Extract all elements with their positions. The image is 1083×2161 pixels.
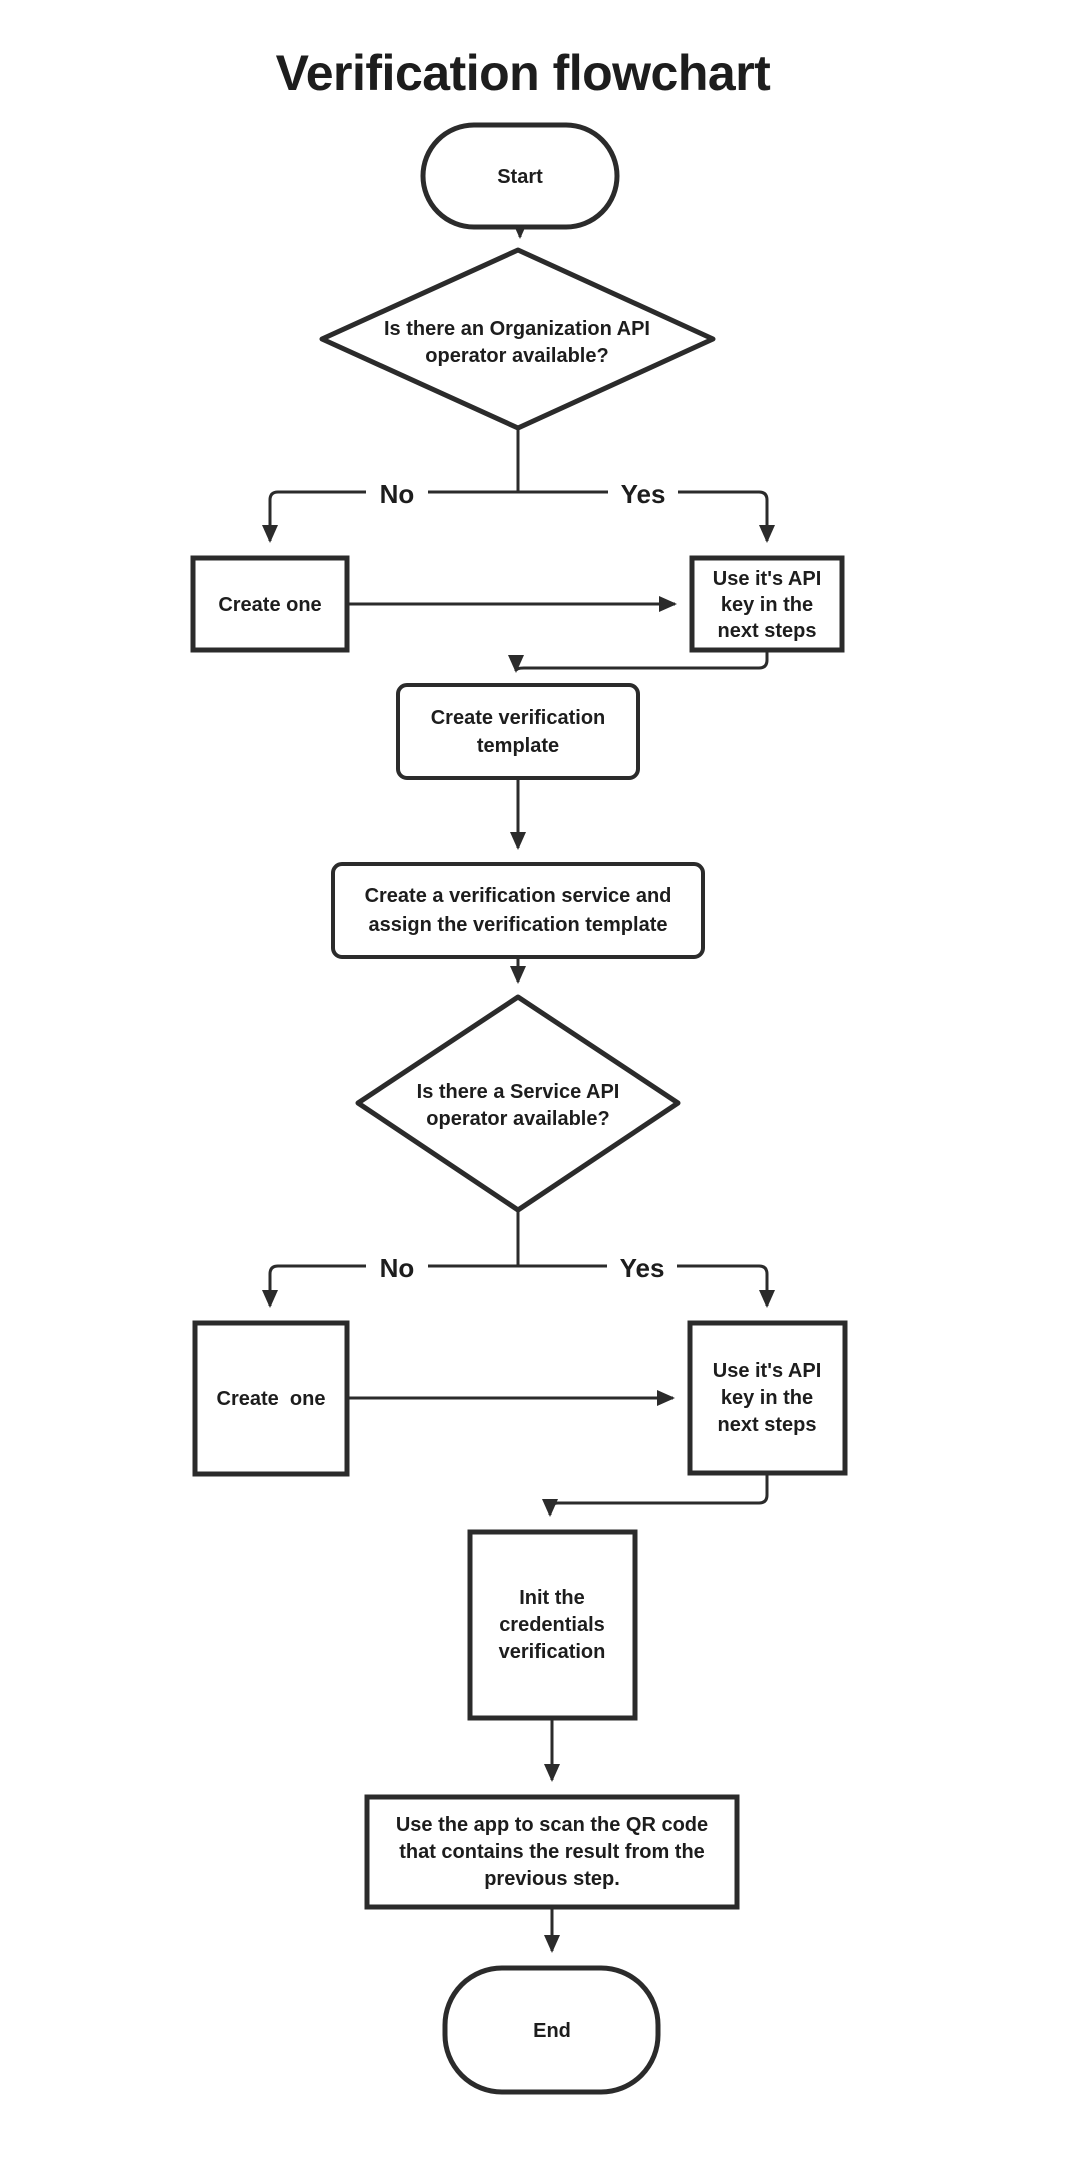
connector-decision-org-no [262, 490, 518, 543]
decision-organization-api-line-2: operator available? [425, 345, 608, 367]
process-init-credentials-verification-line-3: verification [499, 1641, 606, 1663]
edge-label-service-no: No [380, 1253, 415, 1283]
process-use-api-key-organization-line-2: key in the [721, 594, 813, 616]
label-mask [366, 478, 428, 507]
flowchart-title: Verification flowchart [276, 45, 772, 101]
process-use-api-key-organization: Use it's API key in the next steps [689, 555, 845, 653]
process-use-api-key-service-line-1: Use it's API [713, 1360, 822, 1382]
connector-use-api-key-service-to-init-verification [542, 1473, 769, 1517]
end-node: End [442, 1965, 661, 2095]
process-create-verification-service-shape [331, 862, 705, 959]
start-node-shape [420, 122, 620, 230]
end-node-label: End [533, 2020, 571, 2042]
end-node-shape [442, 1965, 661, 2095]
process-create-verification-template-line-1: Create verification [431, 707, 606, 729]
connector-decision-service-yes [518, 1264, 775, 1308]
decision-service-api-line-1: Is there a Service API [417, 1081, 620, 1103]
process-create-one-organization-label: Create one [218, 594, 321, 616]
start-node: Start [420, 122, 620, 230]
process-create-one-service: Create one [192, 1320, 350, 1477]
process-scan-qr-code-line-3: previous step. [484, 1868, 620, 1890]
process-init-credentials-verification-line-2: credentials [499, 1614, 605, 1636]
process-use-api-key-service-line-3: next steps [718, 1414, 817, 1436]
process-create-verification-template-line-2: template [477, 735, 559, 757]
process-create-verification-service-line-2: assign the verification template [369, 914, 668, 936]
process-use-api-key-organization-line-3: next steps [718, 620, 817, 642]
process-use-api-key-organization-line-1: Use it's API [713, 568, 822, 590]
decision-service-api-line-2: operator available? [426, 1108, 609, 1130]
start-node-label: Start [497, 166, 543, 188]
process-create-one-organization: Create one [190, 555, 350, 653]
connector-use-api-key-org-to-create-template [508, 650, 769, 673]
decision-service-api-shape [355, 994, 681, 1213]
process-init-credentials-verification-line-1: Init the [519, 1587, 585, 1609]
connector-decision-org-yes [518, 490, 775, 543]
process-use-api-key-service: Use it's API key in the next steps [687, 1320, 848, 1476]
process-create-verification-template-shape [396, 683, 640, 780]
process-scan-qr-code-line-1: Use the app to scan the QR code [396, 1814, 708, 1836]
decision-organization-api: Is there an Organization API operator av… [319, 247, 716, 431]
process-scan-qr-code: Use the app to scan the QR code that con… [364, 1794, 740, 1910]
label-mask [607, 1252, 677, 1281]
process-init-credentials-verification-shape [467, 1529, 638, 1721]
process-scan-qr-code-line-2: that contains the result from the [399, 1841, 705, 1863]
process-create-one-service-label: Create one [217, 1388, 326, 1410]
process-create-verification-template: Create verification template [396, 683, 640, 780]
process-use-api-key-service-shape [687, 1320, 848, 1476]
decision-service-api: Is there a Service API operator availabl… [355, 994, 681, 1213]
label-mask [366, 1252, 428, 1281]
edge-label-org-yes: Yes [621, 479, 666, 509]
process-use-api-key-service-line-2: key in the [721, 1387, 813, 1409]
edge-label-service-yes: Yes [620, 1253, 665, 1283]
decision-organization-api-line-1: Is there an Organization API [384, 318, 650, 340]
edge-label-org-no: No [380, 479, 415, 509]
process-create-verification-service: Create a verification service and assign… [331, 862, 705, 959]
decision-organization-api-shape [319, 247, 716, 431]
process-scan-qr-code-shape [364, 1794, 740, 1910]
process-create-one-organization-shape [190, 555, 350, 653]
connector-decision-service-no [262, 1264, 518, 1308]
process-use-api-key-organization-shape [689, 555, 845, 653]
label-mask [608, 478, 678, 507]
process-create-one-service-shape [192, 1320, 350, 1477]
process-init-credentials-verification: Init the credentials verification [467, 1529, 638, 1721]
process-create-verification-service-line-1: Create a verification service and [365, 885, 672, 907]
